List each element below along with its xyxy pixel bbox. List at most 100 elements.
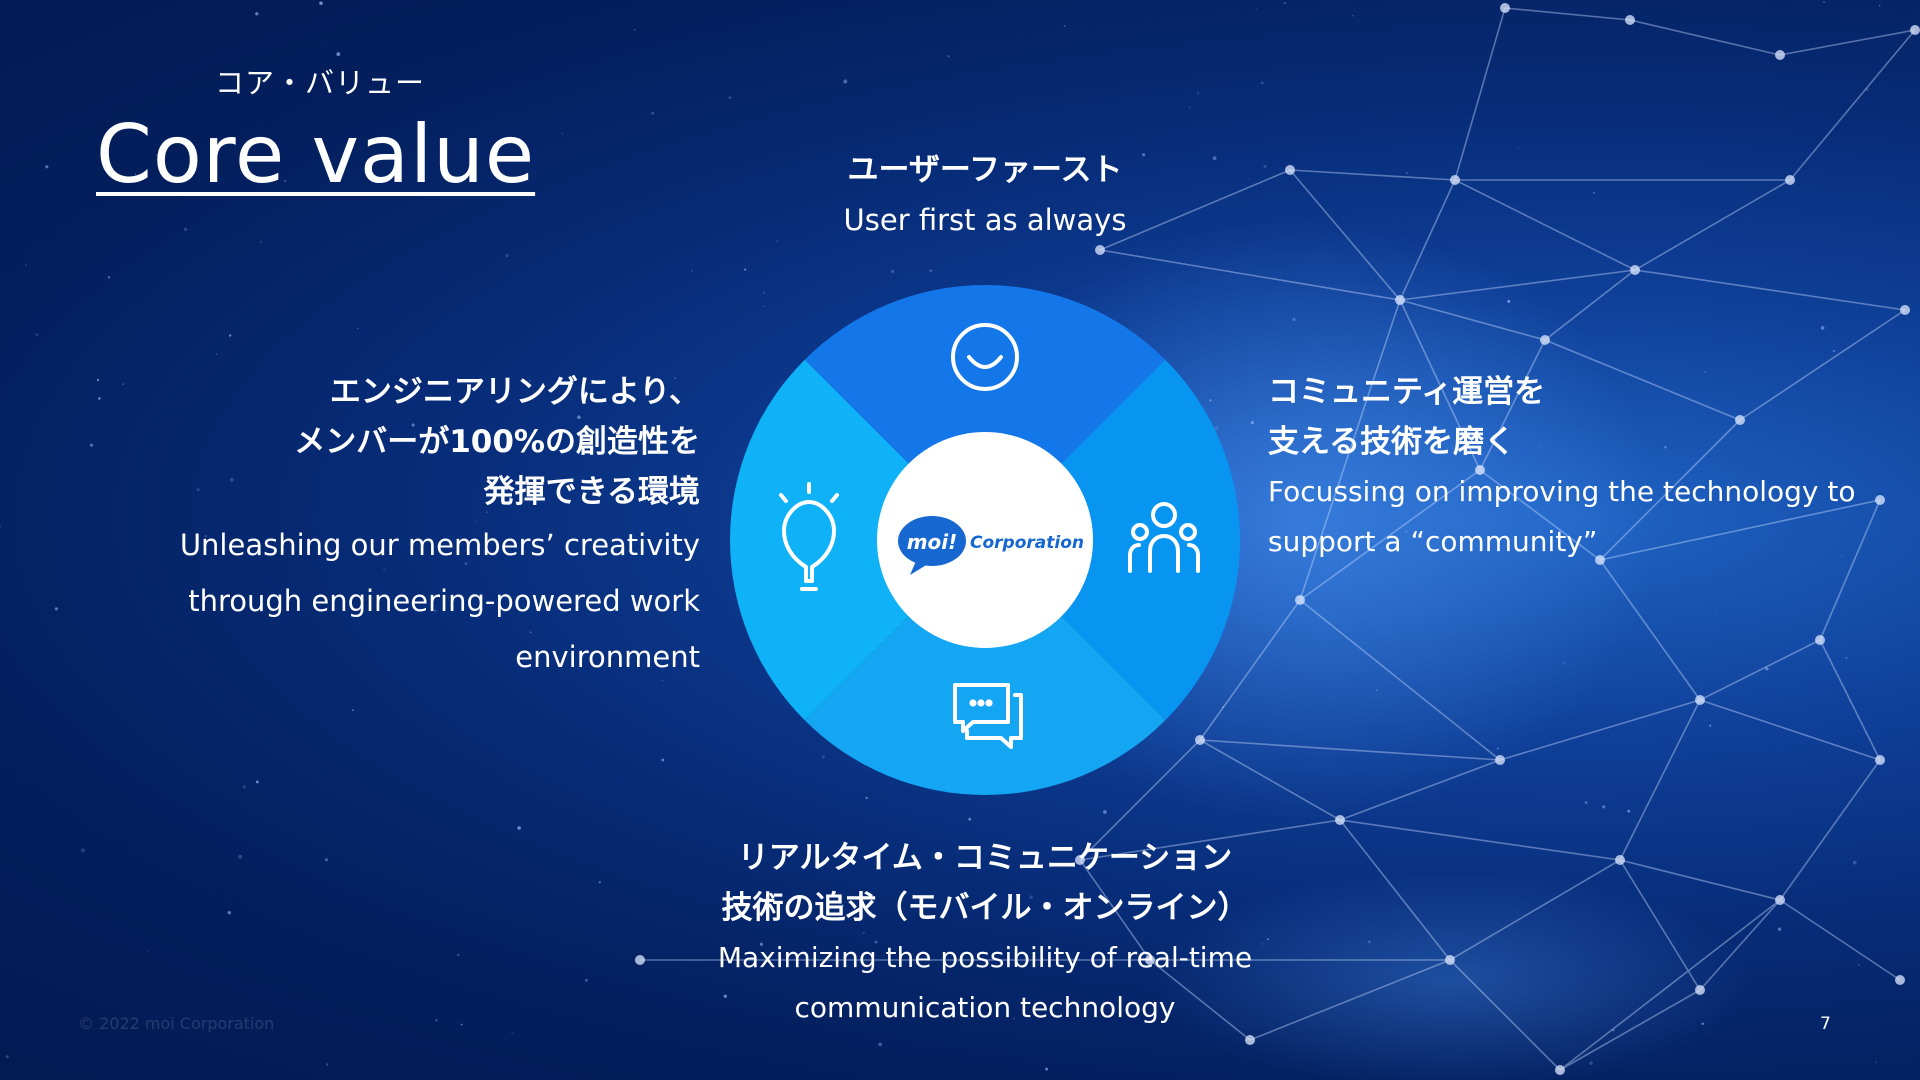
network-line bbox=[1299, 469, 1481, 601]
value-user-first-jp: ユーザーファースト bbox=[847, 152, 1123, 188]
value-realtime-en-line: Maximizing the possibility of real-time bbox=[717, 941, 1253, 974]
network-line bbox=[1699, 639, 1821, 701]
network-line bbox=[1739, 309, 1906, 421]
background-star bbox=[411, 423, 415, 427]
network-node bbox=[1595, 555, 1605, 565]
network-line bbox=[1599, 499, 1881, 561]
value-community-jp-line: コミュニティ運営を bbox=[1268, 374, 1546, 410]
background-star bbox=[242, 785, 247, 789]
background-star bbox=[1405, 530, 1408, 533]
background-star bbox=[1602, 805, 1606, 809]
lightbulb-icon bbox=[779, 482, 839, 591]
value-user-first-en: User first as always bbox=[843, 203, 1127, 237]
background-star bbox=[1832, 349, 1836, 353]
background-star bbox=[1540, 444, 1542, 446]
background-star bbox=[1627, 809, 1631, 813]
network-node bbox=[1630, 265, 1640, 275]
network-node bbox=[1475, 465, 1485, 475]
background-star bbox=[1777, 927, 1782, 931]
background-star bbox=[1496, 747, 1499, 750]
background-star bbox=[690, 269, 693, 272]
background-star bbox=[80, 848, 85, 853]
background-star bbox=[1845, 656, 1848, 659]
background-star bbox=[1209, 399, 1212, 402]
background-star bbox=[887, 167, 890, 171]
network-node bbox=[1145, 955, 1155, 965]
background-star bbox=[1261, 81, 1264, 84]
background-star bbox=[1857, 963, 1860, 966]
network-node bbox=[1295, 595, 1305, 605]
background-star bbox=[1375, 689, 1378, 692]
background-star bbox=[0, 524, 2, 528]
value-engineering-jp-line: 発揮できる環境 bbox=[483, 474, 700, 510]
wheel-segment-bottom bbox=[804, 540, 1166, 795]
network-line bbox=[1079, 819, 1341, 861]
network-node bbox=[1625, 15, 1635, 25]
background-star bbox=[1261, 943, 1264, 945]
network-line bbox=[1544, 339, 1741, 421]
network-node bbox=[1785, 175, 1795, 185]
network-line bbox=[1249, 959, 1451, 1041]
value-engineering-jp-line: エンジニアリングにより、 bbox=[329, 374, 700, 410]
background-star bbox=[259, 240, 263, 244]
background-star bbox=[1029, 895, 1033, 899]
network-line bbox=[1454, 7, 1506, 181]
background-star bbox=[323, 39, 325, 42]
background-star bbox=[35, 333, 39, 337]
value-community-jp-line: 支える技術を磨く bbox=[1268, 424, 1516, 460]
page-title: Core value bbox=[96, 108, 536, 201]
background-star bbox=[1592, 191, 1596, 194]
network-node bbox=[1695, 695, 1705, 705]
network-line bbox=[1819, 639, 1881, 761]
value-engineering-en-line: Unleashing our members’ creativity bbox=[179, 528, 700, 562]
network-line bbox=[1699, 699, 1881, 761]
network-node bbox=[1775, 50, 1785, 60]
background-star bbox=[1263, 164, 1267, 168]
network-node bbox=[1285, 165, 1295, 175]
network-line bbox=[1779, 899, 1901, 981]
network-line bbox=[1339, 819, 1451, 961]
background-star bbox=[435, 1019, 438, 1022]
background-star bbox=[255, 780, 259, 784]
network-line bbox=[1629, 19, 1781, 56]
network-line bbox=[1449, 959, 1561, 1071]
value-realtime-communication: リアルタイム・コミュニケーション 技術の追求（モバイル・オンライン） Maxim… bbox=[690, 833, 1280, 1033]
network-line bbox=[1559, 989, 1701, 1071]
network-node bbox=[1910, 25, 1920, 35]
background-star bbox=[229, 334, 232, 337]
network-line bbox=[1699, 899, 1781, 991]
background-star bbox=[357, 327, 359, 330]
page-number: 7 bbox=[1820, 1014, 1831, 1034]
background-star bbox=[1045, 1067, 1049, 1071]
background-star bbox=[584, 978, 588, 982]
network-node bbox=[1335, 815, 1345, 825]
network-node bbox=[1875, 495, 1885, 505]
background-star bbox=[45, 165, 49, 169]
network-node bbox=[1555, 1065, 1565, 1075]
network-line bbox=[1289, 169, 1456, 181]
background-star bbox=[1063, 24, 1066, 28]
background-star bbox=[1664, 446, 1667, 449]
background-star bbox=[1103, 810, 1107, 814]
background-star bbox=[1589, 1061, 1593, 1065]
network-line bbox=[1619, 859, 1781, 901]
value-engineering-environment: エンジニアリングにより、 メンバーが100%の創造性を 発揮できる環境 Unle… bbox=[180, 367, 700, 685]
network-node bbox=[1900, 305, 1910, 315]
moi-logo: moi! Corporation bbox=[898, 516, 1084, 575]
background-star bbox=[929, 269, 932, 272]
background-star bbox=[1212, 156, 1217, 160]
value-engineering-jp-line: メンバーが100%の創造性を bbox=[294, 424, 700, 460]
background-star bbox=[762, 291, 766, 294]
background-star bbox=[561, 132, 564, 135]
value-community-en-line: support a “community” bbox=[1268, 525, 1598, 558]
background-star bbox=[1188, 106, 1191, 109]
network-line bbox=[1634, 179, 1791, 271]
background-star bbox=[874, 940, 878, 944]
network-node bbox=[1500, 3, 1510, 13]
network-node bbox=[1075, 855, 1085, 865]
core-value-wheel: moi! Corporation bbox=[730, 285, 1240, 795]
background-star bbox=[107, 276, 111, 279]
logo-mark: moi! bbox=[907, 530, 958, 554]
background-star bbox=[634, 29, 636, 31]
background-star bbox=[1517, 146, 1519, 149]
